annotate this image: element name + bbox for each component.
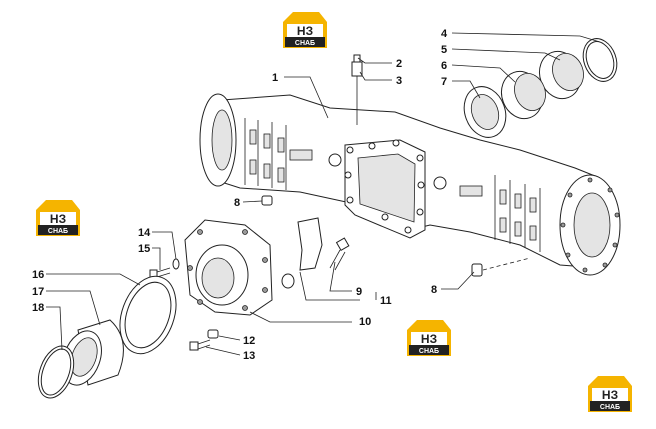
callout-1: 1 (272, 72, 278, 84)
axle-housing (199, 93, 621, 276)
logo-top-text: НЗ (50, 212, 66, 226)
callout-17: 17 (32, 286, 44, 298)
callout-14: 14 (138, 227, 151, 239)
logo-top-text: НЗ (297, 24, 313, 38)
bushing-10 (281, 273, 295, 289)
bearing-cup-5 (538, 50, 584, 100)
washer-14 (172, 258, 180, 270)
callout-6: 6 (441, 60, 447, 72)
callout-labels: 1 2 3 4 5 6 7 8 8 9 10 11 12 13 14 15 16… (32, 28, 448, 362)
breather-valve (351, 54, 363, 125)
housing-ribs-right (494, 175, 541, 252)
brand-logo: НЗ СНАБ (407, 320, 451, 356)
callout-7: 7 (441, 76, 447, 88)
callout-3: 3 (396, 75, 402, 87)
ring-4 (582, 38, 618, 82)
logo-bottom-text: СНАБ (295, 40, 315, 47)
seal-7 (463, 86, 507, 138)
callout-18: 18 (32, 302, 44, 314)
bolt-13 (189, 339, 211, 351)
logo-top-text: НЗ (602, 388, 618, 402)
plug-right (471, 257, 531, 277)
callout-8-left: 8 (234, 197, 240, 209)
brand-logo: НЗ СНАБ (36, 200, 80, 236)
wheel-hub (184, 219, 273, 316)
callout-15: 15 (138, 243, 150, 255)
seal-16 (119, 275, 177, 355)
callout-13: 13 (243, 350, 255, 362)
logo-top-text: НЗ (421, 332, 437, 346)
bearing-6 (500, 70, 546, 120)
flange-bolt-holes (560, 177, 620, 273)
callout-8-right: 8 (431, 284, 437, 296)
callout-11: 11 (380, 295, 392, 307)
callout-5: 5 (441, 44, 447, 56)
carrier-bolts (344, 139, 425, 234)
plug-left (261, 195, 273, 206)
bolt-12 (207, 329, 219, 339)
logo-bottom-text: СНАБ (600, 404, 620, 411)
logo-bottom-text: СНАБ (48, 228, 68, 235)
bolt-9 (329, 237, 350, 271)
brand-logo: НЗ СНАБ (283, 12, 327, 48)
callout-12: 12 (243, 335, 255, 347)
callout-16: 16 (32, 269, 44, 281)
callout-9: 9 (356, 286, 362, 298)
brand-logo: НЗ СНАБ (588, 376, 632, 412)
ring-18 (37, 345, 75, 399)
callout-10: 10 (359, 316, 371, 328)
leader-lines (46, 32, 601, 356)
bracket-11 (297, 217, 323, 271)
logo-bottom-text: СНАБ (419, 348, 439, 355)
callout-4: 4 (441, 28, 448, 40)
housing-ribs-left (244, 118, 287, 190)
callout-2: 2 (396, 58, 402, 70)
